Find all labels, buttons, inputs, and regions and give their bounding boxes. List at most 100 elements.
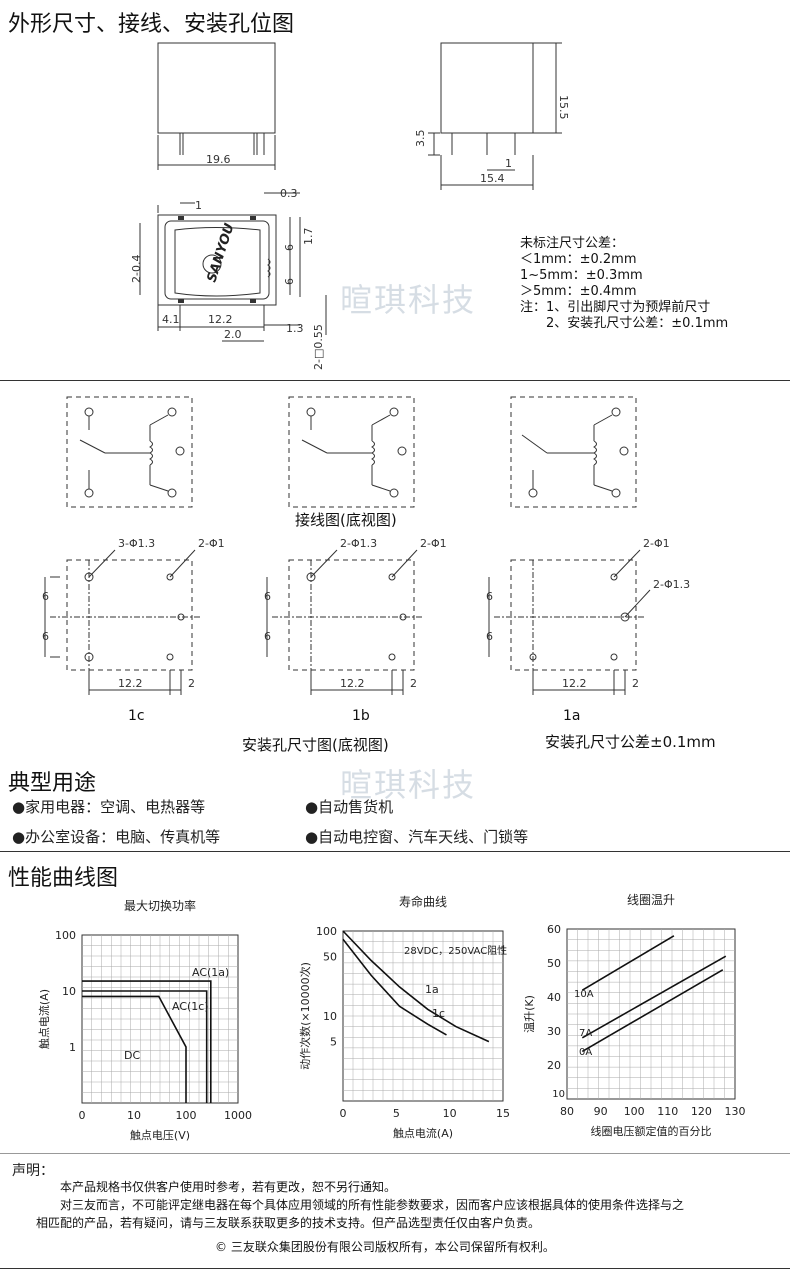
bottom-label-plate (174, 227, 261, 297)
series-label: 10A (574, 989, 594, 1000)
series-line (82, 995, 187, 1103)
tolerance-line: ＞5mm：±0.4mm (520, 284, 637, 299)
x-axis-label: 触点电流(A) (393, 1126, 453, 1140)
tolerance-line: ＜1mm：±0.2mm (520, 252, 637, 267)
dim-2: 2 (632, 677, 639, 690)
dim-2: 2 (188, 677, 195, 690)
hole-label: 2-Φ1.3 (340, 537, 377, 550)
y-tick-label: 30 (547, 1025, 561, 1038)
series-label: AC(1a) (192, 966, 229, 979)
bottom-view (139, 192, 327, 342)
brand-logo: SANYOU (205, 221, 238, 284)
x-tick-label: 100 (176, 1109, 197, 1122)
series-line (581, 969, 724, 1053)
mount-tolerance: 安装孔尺寸公差±0.1mm (545, 733, 716, 751)
x-axis-label: 触点电压(V) (130, 1128, 190, 1142)
chart-annotation: 28VDC，250VAC阻性 (404, 944, 507, 957)
x-tick-label: 0 (340, 1107, 347, 1120)
x-tick-label: 110 (657, 1105, 678, 1118)
divider (0, 851, 790, 852)
series-label: 1c (432, 1007, 445, 1020)
x-tick-label: 120 (691, 1105, 712, 1118)
series-label: 7A (579, 1028, 592, 1039)
x-tick-label: 0 (79, 1109, 86, 1122)
dim-12-2: 12.2 (118, 677, 143, 690)
front-view (157, 42, 276, 170)
x-axis-label: 线圈电压额定值的百分比 (591, 1124, 712, 1138)
dim-19-6: 19.6 (206, 153, 231, 166)
divider (0, 1153, 790, 1154)
bottom-body (157, 214, 277, 306)
dim-3-5: 3.5 (414, 130, 427, 148)
wiring-1c (66, 396, 193, 508)
hole-label: 3-Φ1.3 (118, 537, 155, 550)
side-body (440, 42, 534, 134)
declaration-line: 相匹配的产品，若有疑问，请与三友联系获取更多的技术支持。但产品选型责任仅由客户负… (36, 1216, 541, 1230)
dim-12-2: 12.2 (562, 677, 587, 690)
pin-pad (178, 299, 184, 303)
pin-pad (178, 216, 184, 220)
dim-1-3: 1.3 (286, 322, 304, 335)
holes-1b (266, 549, 422, 695)
divider (0, 1268, 790, 1269)
dim-2-055: 2-□0.55 (312, 324, 325, 370)
y-tick-label: 10 (62, 985, 76, 998)
x-tick-label: 80 (560, 1105, 574, 1118)
declaration-line: 对三友而言，不可能评定继电器在每个具体应用领域的所有性能参数要求，因而客户应该根… (60, 1198, 685, 1212)
hole-label: 2-Φ1.3 (653, 578, 690, 591)
y-tick-label: 100 (316, 925, 337, 938)
series-line (581, 955, 727, 1039)
bottom-center-hole (202, 254, 222, 274)
x-tick-label: 1000 (224, 1109, 252, 1122)
y-axis-label: 动作次数(×10000次) (298, 962, 312, 1070)
dim-6: 6 (42, 590, 49, 603)
series-label: 0A (579, 1047, 592, 1058)
dim-6: 6 (486, 590, 493, 603)
tolerance-line: 未标注尺寸公差： (520, 236, 625, 251)
dim-side-1: 1 (505, 157, 512, 170)
dim-2-0-4: 2-0.4 (130, 255, 143, 283)
dim-6: 6 (42, 630, 49, 643)
wiring-1b (288, 396, 415, 508)
x-tick-label: 130 (725, 1105, 746, 1118)
variant-label: 1c (128, 708, 145, 724)
tolerance-line: 注：1、引出脚尺寸为预焊前尺寸 (520, 300, 711, 315)
watermark: 暄琪科技 (340, 766, 477, 804)
chart-title: 最大切换功率 (124, 898, 196, 913)
series-line (82, 990, 208, 1103)
x-tick-label: 15 (496, 1107, 510, 1120)
watermark: 暄琪科技 (340, 281, 477, 319)
y-tick-label: 50 (547, 957, 561, 970)
declaration-title: 声明： (12, 1163, 54, 1179)
hole-label: 2-Φ1 (643, 537, 670, 550)
chart-title: 寿命曲线 (399, 894, 447, 909)
wiring-caption: 接线图(底视图) (295, 511, 397, 529)
series-line (342, 930, 490, 1043)
use-item: ●家用电器：空调、电热器等 (12, 798, 206, 816)
coil-symbol (267, 258, 271, 278)
hole-label: 2-Φ1 (198, 537, 225, 550)
y-tick-label: 1 (69, 1041, 76, 1054)
series-label: DC (124, 1049, 140, 1062)
divider (0, 380, 790, 381)
tolerance-line: 1~5mm：±0.3mm (520, 268, 643, 283)
x-tick-label: 10 (127, 1109, 141, 1122)
copyright: © 三友联众集团股份有限公司版权所有，本公司保留所有权利。 (215, 1240, 555, 1254)
section-title-uses: 典型用途 (8, 771, 97, 796)
holes-1a (488, 549, 651, 695)
pin-pad (250, 299, 256, 303)
series-line (581, 935, 675, 991)
declaration-line: 本产品规格书仅供客户使用时参考，若有更改，恕不另行通知。 (60, 1180, 397, 1194)
use-item: ●自动售货机 (305, 798, 394, 816)
dimension-drawings: 19.6 15.5 3.5 15.4 1 (130, 42, 570, 370)
dim-2: 2 (410, 677, 417, 690)
use-item: ●自动电控窗、汽车天线、门锁等 (305, 828, 529, 846)
dim-6: 6 (264, 590, 271, 603)
y-tick-label: 40 (547, 991, 561, 1004)
use-item: ●办公室设备：电脑、传真机等 (12, 828, 221, 846)
series-label: AC(1c) (172, 1000, 209, 1013)
chart-title: 线圈温升 (627, 893, 675, 907)
x-tick-label: 90 (594, 1105, 608, 1118)
y-tick-label: 50 (323, 951, 337, 964)
y-tick-label: 10 (552, 1089, 565, 1100)
